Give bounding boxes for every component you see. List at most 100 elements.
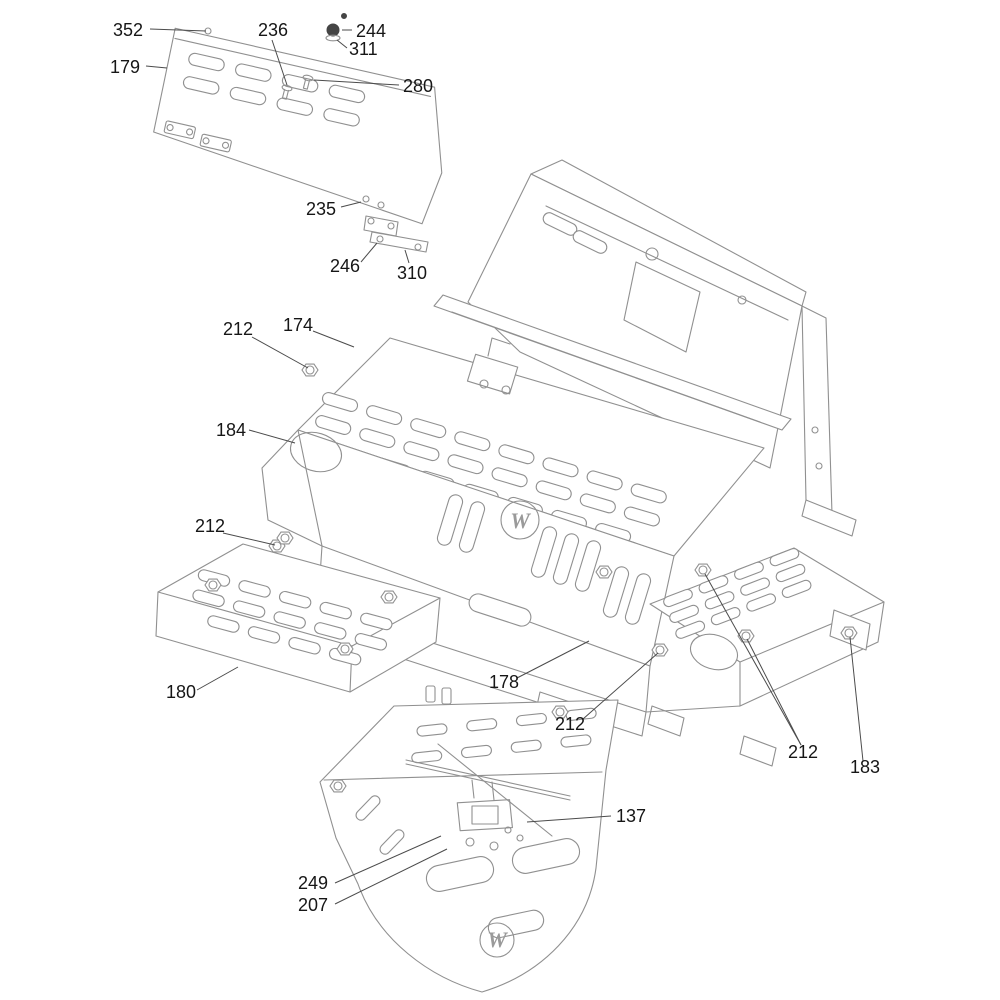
latch-lever bbox=[487, 337, 511, 357]
callout-137: 137 bbox=[616, 806, 646, 826]
part-244-grommet bbox=[325, 13, 347, 42]
leader-235 bbox=[340, 201, 362, 208]
rail-inner-line bbox=[451, 311, 761, 423]
leader-212-a bbox=[251, 336, 309, 369]
chassis-right-flange bbox=[801, 305, 833, 515]
brand-logo-letter: W bbox=[510, 508, 531, 533]
leader-212-d2 bbox=[704, 573, 802, 746]
chassis-foot bbox=[739, 735, 777, 767]
leader-183 bbox=[849, 636, 864, 762]
leader-179 bbox=[145, 65, 168, 69]
callout-183: 183 bbox=[850, 757, 880, 777]
callout-212-a: 212 bbox=[223, 319, 253, 339]
deck-post bbox=[425, 685, 436, 703]
callout-236: 236 bbox=[258, 20, 288, 40]
callout-246: 246 bbox=[330, 256, 360, 276]
bolt-212 bbox=[694, 563, 712, 577]
callout-212-d: 212 bbox=[788, 742, 818, 762]
bolt bbox=[595, 565, 613, 579]
leader-236 bbox=[271, 39, 288, 86]
brand-logo: W bbox=[479, 922, 515, 958]
leader-lines bbox=[145, 28, 864, 905]
deck-post bbox=[441, 687, 452, 705]
chassis-foot bbox=[647, 705, 685, 737]
chassis-left-side bbox=[261, 429, 323, 547]
latch-hole bbox=[501, 385, 511, 395]
callout-174: 174 bbox=[283, 315, 313, 335]
callout-235: 235 bbox=[306, 199, 336, 219]
callout-244: 244 bbox=[356, 21, 386, 41]
deck-latch-assembly bbox=[466, 337, 519, 395]
right-wheel-well bbox=[689, 633, 739, 671]
bolt bbox=[380, 590, 398, 604]
bolt bbox=[336, 642, 354, 656]
flange-hole bbox=[815, 462, 823, 470]
leader-174 bbox=[312, 330, 355, 348]
part-179-panel bbox=[153, 13, 443, 253]
latch-hole bbox=[479, 379, 489, 389]
brand-logo: W bbox=[500, 500, 540, 540]
leader-180 bbox=[196, 666, 239, 691]
cross-rod bbox=[437, 743, 553, 837]
part-180-footplate bbox=[155, 531, 441, 693]
callout-249: 249 bbox=[298, 873, 328, 893]
brand-logo-letter: W bbox=[487, 927, 508, 952]
chassis-right-bracket bbox=[801, 499, 857, 537]
chassis-right-lower-edge bbox=[645, 601, 885, 713]
leader-212-c bbox=[582, 652, 659, 720]
callout-184: 184 bbox=[216, 420, 246, 440]
bolt bbox=[329, 779, 347, 793]
leader-352 bbox=[149, 28, 207, 32]
chassis-rear-hole bbox=[645, 247, 659, 261]
part-207-bottom-deck: W bbox=[319, 685, 619, 993]
callout-212-b: 212 bbox=[195, 516, 225, 536]
bolt-212 bbox=[737, 629, 755, 643]
callout-labels: 352 236 244 311 179 280 235 246 310 212 … bbox=[110, 20, 880, 915]
screw bbox=[341, 13, 347, 19]
leader-249 bbox=[334, 835, 442, 884]
bolt-212 bbox=[651, 643, 669, 657]
callout-310: 310 bbox=[397, 263, 427, 283]
chassis-rear-opening bbox=[623, 261, 701, 353]
latch-hole bbox=[465, 837, 475, 847]
callout-179: 179 bbox=[110, 57, 140, 77]
panel-outline bbox=[153, 27, 443, 225]
part-249-rod bbox=[405, 759, 571, 801]
callout-180: 180 bbox=[166, 682, 196, 702]
deck-cutout bbox=[425, 856, 495, 892]
leader-212-b bbox=[222, 532, 276, 546]
panel-tab bbox=[199, 133, 232, 153]
leader-311 bbox=[336, 39, 348, 49]
slot bbox=[468, 593, 532, 627]
leader-184 bbox=[248, 429, 296, 444]
latch-plate bbox=[456, 799, 513, 832]
bolt-183 bbox=[840, 626, 858, 640]
latch-posts bbox=[471, 779, 495, 801]
callout-212-c: 212 bbox=[555, 714, 585, 734]
leader-310 bbox=[404, 249, 410, 264]
bracket-plate bbox=[369, 231, 429, 253]
leader-280 bbox=[313, 79, 400, 86]
leader-178 bbox=[516, 640, 590, 679]
grommet-base bbox=[325, 34, 341, 42]
panel-fold bbox=[174, 37, 431, 98]
part-310-bracket bbox=[369, 231, 429, 253]
grommet-cap bbox=[326, 23, 340, 37]
leader-212-d1 bbox=[746, 638, 802, 746]
latch-hole bbox=[489, 841, 499, 851]
chassis-rear-hole bbox=[737, 295, 747, 305]
bolt bbox=[204, 578, 222, 592]
leader-207 bbox=[334, 848, 448, 905]
callout-352: 352 bbox=[113, 20, 143, 40]
callout-311: 311 bbox=[349, 39, 378, 59]
part-184-wheel-well bbox=[289, 431, 343, 473]
leader-246 bbox=[360, 242, 378, 263]
flange-hole bbox=[811, 426, 819, 434]
callout-178: 178 bbox=[489, 672, 519, 692]
latch-box bbox=[471, 805, 499, 825]
part-137-latch bbox=[456, 779, 524, 851]
brand-logo-circle bbox=[479, 922, 515, 958]
panel-tab bbox=[163, 120, 196, 140]
